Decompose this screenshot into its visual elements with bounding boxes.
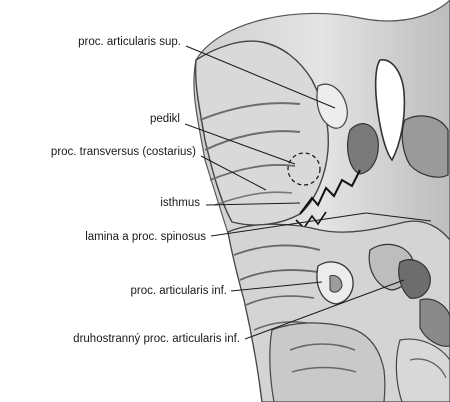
label-pedikl: pedikl: [150, 113, 180, 125]
label-lamina-a-proc-spinosus: lamina a proc. spinosus: [85, 231, 206, 243]
label-proc-articularis-inf: proc. articularis inf.: [130, 285, 227, 297]
label-druhostranny-proc-articularis-inf: druhostranný proc. articularis inf.: [73, 333, 240, 345]
label-proc-transversus: proc. transversus (costarius): [51, 146, 196, 158]
label-proc-articularis-sup: proc. articularis sup.: [78, 36, 181, 48]
label-isthmus: isthmus: [160, 197, 200, 209]
